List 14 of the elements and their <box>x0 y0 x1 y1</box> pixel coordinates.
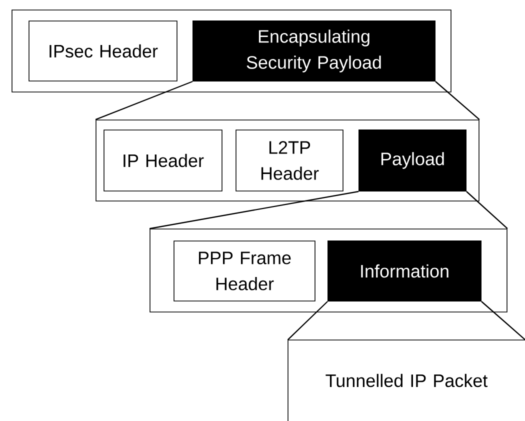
field-box: PPP Frame Header <box>174 240 316 302</box>
expansion-line <box>95 80 193 120</box>
field-box: IP Header <box>104 130 222 192</box>
field-box: IPsec Header <box>28 20 178 82</box>
expansion-line <box>150 190 359 230</box>
packet-box: Tunnelled IP Packet <box>288 340 525 421</box>
expansion-line <box>481 301 525 340</box>
expansion-line <box>466 191 508 230</box>
field-box: Payload <box>358 130 466 192</box>
field-box: Information <box>328 240 482 302</box>
expansion-line <box>287 301 328 340</box>
field-box: L2TP Header <box>236 130 344 192</box>
expansion-line <box>435 81 480 120</box>
field-box: Encapsulating Security Payload <box>192 20 436 82</box>
